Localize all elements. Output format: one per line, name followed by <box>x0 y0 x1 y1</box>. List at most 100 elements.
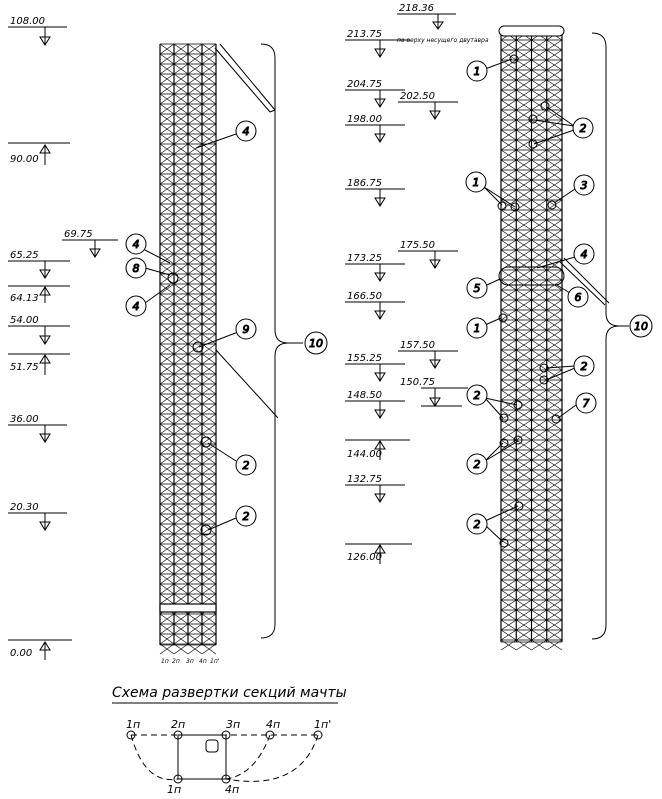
lattice-member <box>531 289 547 301</box>
lattice-member <box>531 619 547 631</box>
lattice-member <box>187 493 203 505</box>
lattice-member <box>500 389 517 401</box>
lattice-member <box>201 443 217 455</box>
panel-labels: 1п 2п 3п 4п 1п' <box>161 658 220 665</box>
lattice-member <box>516 169 532 181</box>
lattice-member <box>531 399 547 411</box>
lattice-member <box>173 163 189 175</box>
level-label: 150.75 <box>400 377 435 388</box>
lattice-member <box>531 229 547 241</box>
lattice-member <box>173 333 189 345</box>
lattice-member <box>531 529 547 541</box>
lattice-member <box>201 223 217 235</box>
lattice-member <box>531 509 547 521</box>
lattice-member <box>159 573 175 585</box>
lattice-member <box>173 503 189 515</box>
lattice-member <box>201 203 217 215</box>
lattice-member <box>546 59 563 71</box>
lattice-member <box>531 439 547 451</box>
lattice-member <box>201 493 217 505</box>
lattice-member <box>516 109 532 121</box>
panel-label: 1п' <box>210 658 220 665</box>
lattice-member <box>516 269 532 281</box>
lattice-member <box>173 213 189 225</box>
lattice-member <box>516 49 532 61</box>
lattice-member <box>546 439 563 451</box>
lattice-member <box>201 353 217 365</box>
lattice-member <box>546 209 563 221</box>
lattice-member <box>201 103 217 115</box>
lattice-member <box>516 59 532 71</box>
lattice-member <box>516 499 532 511</box>
level-label: 108.00 <box>10 16 45 27</box>
lattice-member <box>531 609 547 621</box>
lattice-member <box>201 413 217 425</box>
lattice-member <box>173 453 189 465</box>
lattice-member <box>187 63 203 75</box>
level-mark: 132.75 <box>345 474 405 503</box>
lattice-member <box>516 189 532 201</box>
callout-label: 10 <box>309 337 323 350</box>
lattice-member <box>500 199 517 211</box>
lattice-member <box>516 579 532 591</box>
lattice-member <box>500 169 517 181</box>
lattice-member <box>159 613 175 625</box>
lattice-member <box>187 363 203 375</box>
lattice-member <box>546 319 563 331</box>
callout-label: 2 <box>580 122 587 135</box>
lattice-member <box>516 289 532 301</box>
lattice-member <box>516 489 532 501</box>
lattice-member <box>516 209 532 221</box>
lattice-member <box>173 103 189 115</box>
lattice-member <box>201 503 217 515</box>
level-label: 90.00 <box>10 154 39 165</box>
level-mark: 108.00 <box>8 16 67 46</box>
lattice-member <box>531 39 547 51</box>
lattice-member <box>531 339 547 351</box>
lattice-member <box>531 409 547 421</box>
lattice-member <box>531 69 547 81</box>
level-label: 126.00 <box>347 552 382 563</box>
lattice-member <box>500 459 517 471</box>
level-label: 69.75 <box>64 229 93 240</box>
lattice-member <box>159 433 175 445</box>
lattice-member <box>500 469 517 481</box>
lattice-member <box>159 413 175 425</box>
lattice-member <box>159 283 175 295</box>
lattice-member <box>201 73 217 85</box>
lattice-member <box>159 263 175 275</box>
lattice-member <box>546 179 563 191</box>
lattice-member <box>173 353 189 365</box>
lattice-member <box>187 343 203 355</box>
level-mark: 202.50 <box>398 91 458 120</box>
lattice-member <box>531 309 547 321</box>
lattice-member <box>201 243 217 255</box>
lattice-member <box>500 409 517 421</box>
lattice-member <box>173 573 189 585</box>
level-label: 144.00 <box>347 449 382 460</box>
lattice-member <box>516 439 532 451</box>
lattice-member <box>500 429 517 441</box>
lattice-member <box>187 563 203 575</box>
lattice-member <box>187 263 203 275</box>
lattice-member <box>201 483 217 495</box>
lattice-member <box>546 119 563 131</box>
lattice-member <box>516 149 532 161</box>
lattice-member <box>516 589 532 601</box>
lattice-member <box>546 69 563 81</box>
lattice-member <box>159 53 175 65</box>
lattice-member <box>201 553 217 565</box>
cable-lines <box>214 43 610 419</box>
lattice-member <box>546 239 563 251</box>
lattice-member <box>500 349 517 361</box>
level-mark: 51.75 <box>8 353 70 375</box>
panel-label: 1п <box>161 658 169 665</box>
lattice-member <box>531 459 547 471</box>
lattice-member <box>546 509 563 521</box>
panel-label: 4п <box>199 658 207 665</box>
lattice-member <box>516 39 532 51</box>
lattice-member <box>159 233 175 245</box>
lattice-member <box>187 533 203 545</box>
scheme-label: 1п' <box>314 718 331 731</box>
